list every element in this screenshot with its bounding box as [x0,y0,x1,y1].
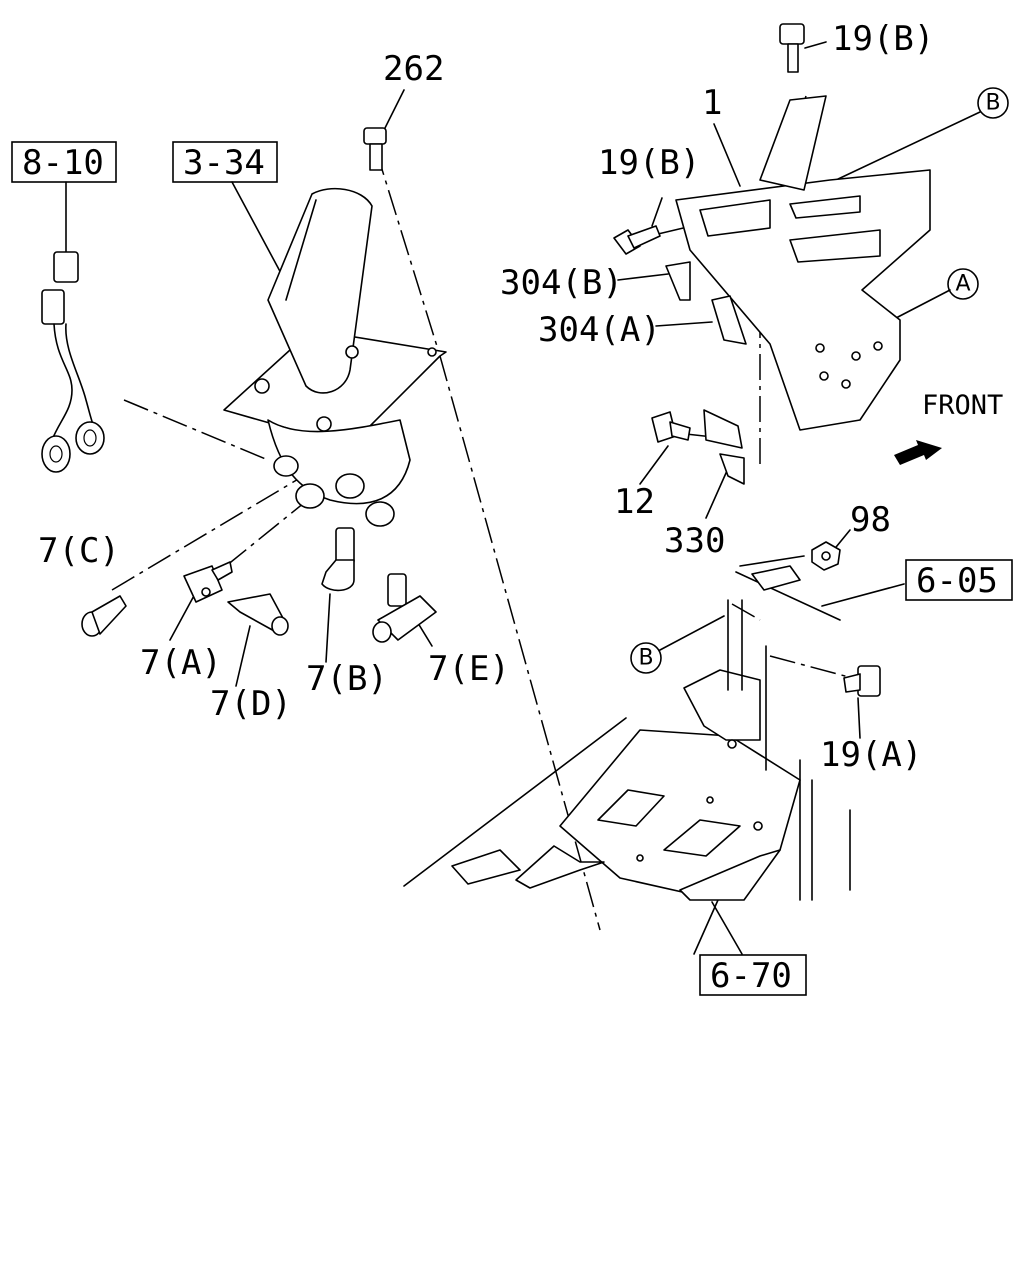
label-19b-mid: 19(B) [598,143,700,183]
marker-b-top [977,87,1009,119]
ref-label-3-34: 3-34 [183,143,265,183]
label-304b: 304(B) [500,263,623,303]
fitting-7a[interactable] [183,561,233,603]
label-12: 12 [614,482,655,522]
label-19b-top: 19(B) [832,19,934,59]
cab-floor-panel [403,555,851,901]
marker-a-top [947,268,979,300]
ref-box-6-70[interactable] [699,954,807,996]
marker-b-bottom-text: B [638,646,653,671]
label-98: 98 [850,500,891,540]
bolt-19a[interactable] [843,665,881,697]
label-7d: 7(D) [210,684,292,724]
label-1: 1 [702,83,722,123]
ref-box-8-10[interactable] [11,141,117,183]
bolt-19b-mid[interactable] [613,225,661,255]
ref-box-6-05[interactable] [905,559,1013,601]
bolt-12[interactable] [651,411,691,443]
marker-b-top-text: B [985,91,1000,116]
plate-330[interactable] [703,409,745,485]
label-262: 262 [383,49,444,89]
front-arrow-icon [894,440,942,465]
label-7c: 7(C) [38,531,120,571]
fitting-7d[interactable] [227,593,289,636]
label-7a: 7(A) [140,643,222,683]
label-7b: 7(B) [306,659,388,699]
bolt-19b-top[interactable] [779,23,805,73]
bolt-262[interactable] [363,127,387,171]
label-19a: 19(A) [820,735,922,775]
ref-label-6-70: 6-70 [710,956,792,996]
fitting-7c[interactable] [81,595,127,637]
bracket-1[interactable] [675,95,931,431]
ref-label-8-10: 8-10 [22,143,104,183]
label-front: FRONT [922,390,1003,421]
ref-label-6-05: 6-05 [916,561,998,601]
marker-b-bottom [630,642,662,674]
fitting-7b[interactable] [321,527,355,592]
marker-a-top-text: A [955,272,970,297]
label-304a: 304(A) [538,310,661,350]
fitting-7e[interactable] [372,573,437,643]
brake-valve-assembly[interactable] [223,187,447,527]
ref-box-3-34[interactable] [172,141,278,183]
clip-304b[interactable] [665,261,691,301]
clip-304a[interactable] [711,295,747,345]
label-330: 330 [664,521,725,561]
switch-harness[interactable] [41,251,105,473]
nut-98[interactable] [811,541,841,571]
label-7e: 7(E) [428,649,510,689]
